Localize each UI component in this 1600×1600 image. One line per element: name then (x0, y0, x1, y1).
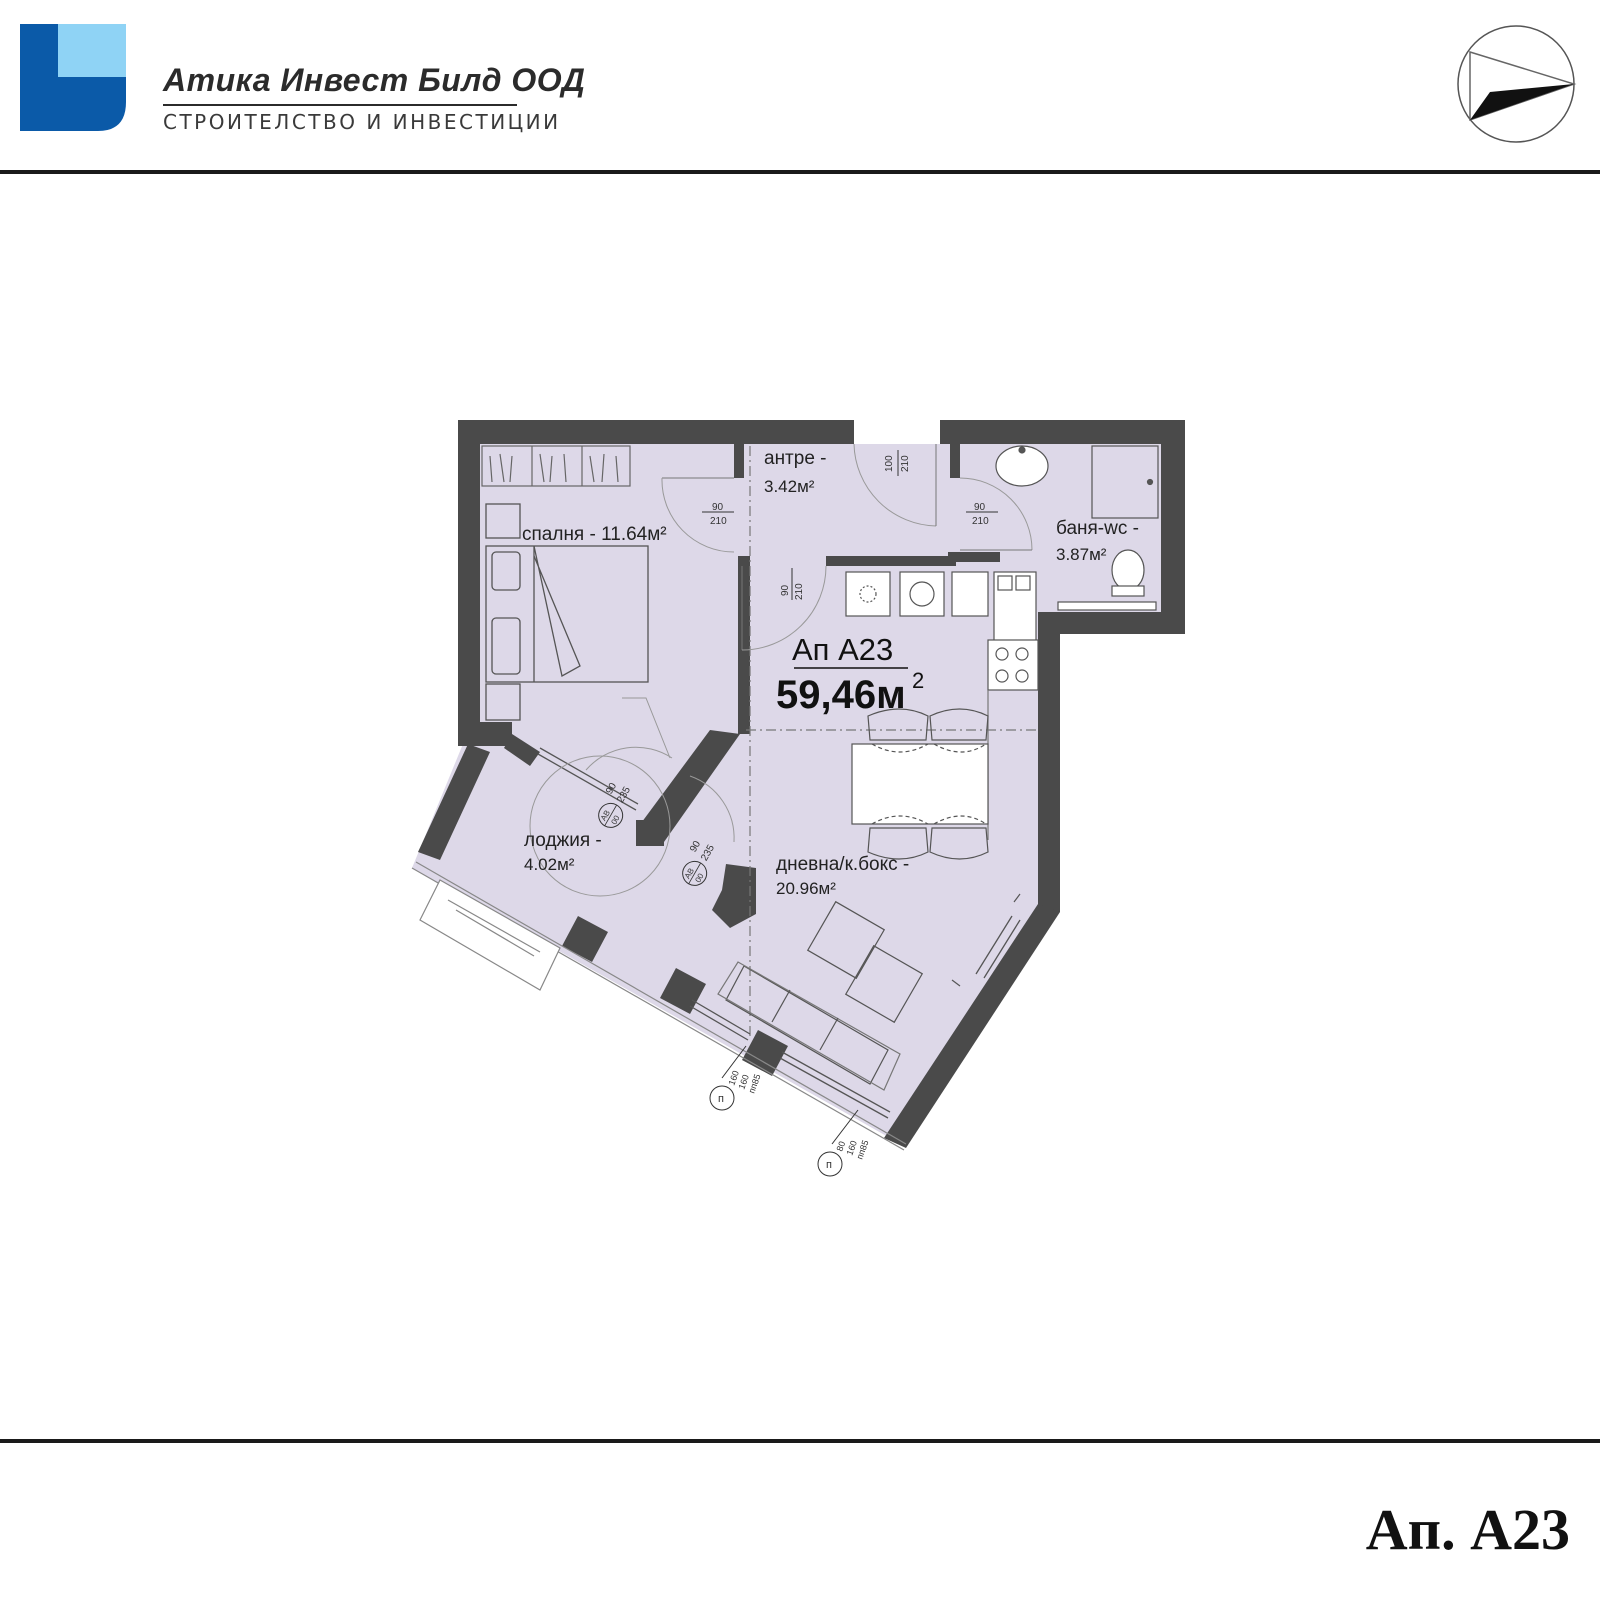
door-tag-bedroom: 90 210 (702, 502, 734, 527)
company-name: Атика Инвест Билд ООД (163, 62, 586, 98)
wall-bath-right (1161, 420, 1185, 634)
apartment-area-superscript: 2 (912, 668, 924, 693)
door-tag-entry: 100 210 (884, 450, 911, 476)
antre-area: 3.42м² (764, 477, 815, 496)
door-tag-entry-width: 100 (884, 455, 895, 472)
door-tag-loggia-2-width: 90 (688, 839, 703, 855)
wall-bath-bottom (1038, 612, 1185, 634)
apartment-name: Ап А23 (792, 632, 893, 667)
door-tag-bedroom-width: 90 (712, 502, 724, 513)
company-tagline: СТРОИТЕЛСТВО И ИНВЕСТИЦИИ (163, 110, 561, 134)
door-tag-living-height: 210 (794, 583, 805, 600)
door-swings (529, 443, 1033, 897)
apartment-label: Ап А23 59,46м 2 (776, 632, 924, 717)
loggia-name: лоджия - (524, 830, 602, 851)
door-tag-bath-height: 210 (972, 516, 989, 527)
living-area: 20.96м² (776, 879, 836, 898)
door-tag-bath: 90 210 (966, 502, 998, 527)
zone-lines (746, 446, 1038, 1040)
wall-left (458, 420, 480, 722)
wardrobe (481, 445, 631, 487)
window-tag-1: п 160 160 пп85 (709, 1045, 763, 1111)
company-logo-icon (20, 24, 126, 131)
footer-divider (0, 1439, 1600, 1443)
window-tags: п 160 160 пп85 п 80 160 пп85 (709, 1045, 871, 1177)
pillar-living-3 (742, 1030, 788, 1076)
window-tag-2-letter: п (826, 1159, 832, 1171)
wall-loggia-left (418, 744, 490, 860)
bath-area: 3.87м² (1056, 545, 1107, 564)
door-tag-loggia-1-width: 90 (604, 781, 619, 797)
wall-bedroom-right-upper (734, 444, 744, 478)
pillar-living-2 (660, 968, 706, 1014)
window-tag-2-b: 160 (844, 1139, 859, 1157)
pillar-living-1 (712, 864, 756, 928)
windows (537, 747, 1021, 1119)
wall-top-left (458, 420, 854, 444)
door-tag-bath-width: 90 (974, 502, 986, 513)
wall-bedroom-right-lower (738, 556, 750, 734)
wall-kitchen-top (826, 556, 956, 566)
window-tag-2-a: 80 (834, 1140, 847, 1153)
pillar-loggia-1 (562, 916, 608, 962)
door-tag-living: 90 210 (780, 568, 805, 600)
apartment-floor-fill (412, 444, 1161, 1138)
door-tag-entry-height: 210 (900, 455, 911, 472)
living-furniture (717, 893, 1021, 1091)
bath-name: баня-wc - (1056, 518, 1139, 539)
loggia-balustrade (411, 861, 907, 1151)
north-arrow-icon (1457, 25, 1577, 143)
antre-name: антре - (764, 448, 827, 469)
dining-set (851, 708, 989, 860)
living-name: дневна/к.бокс - (776, 854, 909, 875)
wall-top-right (940, 420, 1185, 444)
company-name-underline (163, 104, 517, 106)
bathroom-fixtures (995, 445, 1159, 611)
door-tag-living-width: 90 (780, 584, 791, 596)
apartment-area: 59,46м (776, 673, 906, 717)
bedroom-name: спалня - 11.64м² (522, 524, 667, 545)
wall-living-diagonal (884, 904, 1060, 1148)
bed (485, 503, 649, 721)
wall-bath-left (950, 444, 960, 478)
room-labels: антре - 3.42м² спалня - 11.64м² баня-wc … (522, 448, 1139, 898)
wall-kitchen-top-right (948, 552, 1000, 562)
wall-bedroom-diagonal (636, 730, 740, 842)
pillar-loggia-door (636, 820, 664, 846)
kitchen-counter (845, 571, 1039, 840)
walls (418, 420, 1185, 1148)
window-tag-1-letter: п (718, 1093, 724, 1105)
wall-loggia-stub (504, 734, 540, 766)
wall-bedroom-bottom-left (458, 722, 512, 746)
window-tag-1-a: 160 (726, 1069, 741, 1087)
window-tag-1-b: 160 (736, 1073, 751, 1091)
header-divider (0, 170, 1600, 174)
door-tag-bedroom-height: 210 (710, 516, 727, 527)
apartment-footer-label: Ап. А23 (1365, 1497, 1570, 1562)
wall-living-right (1038, 612, 1060, 912)
loggia-area: 4.02м² (524, 855, 575, 874)
